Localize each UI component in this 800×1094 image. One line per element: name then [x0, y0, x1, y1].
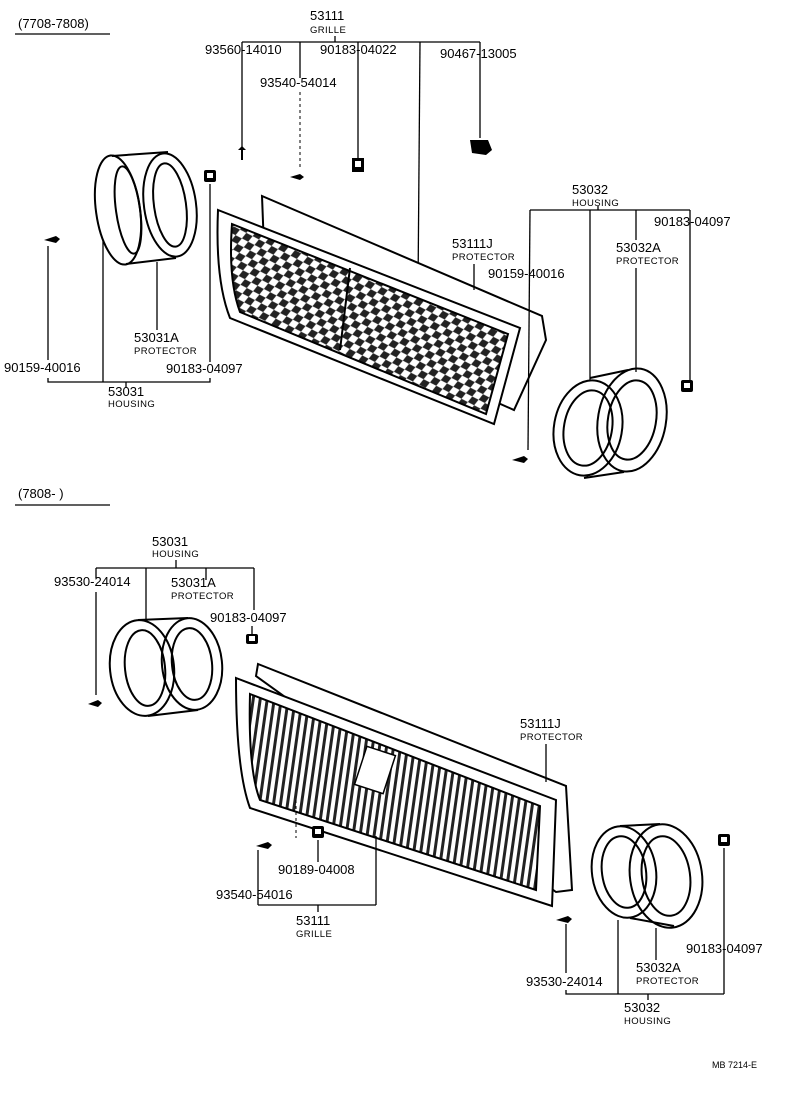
right-headlamp-housing [590, 823, 704, 929]
left-clip-label: 90183-04097 [166, 361, 243, 376]
screw-icon [556, 916, 572, 923]
grille-part-number: 53111 [296, 913, 330, 928]
clip-icon [204, 170, 216, 182]
screw-icon [238, 146, 246, 160]
bottom-clip-label: 90189-04008 [278, 862, 355, 877]
left-protector-part-name: PROTECTOR [171, 591, 234, 602]
clip-icon [246, 634, 258, 644]
screw-93540-label: 93540-54014 [260, 75, 337, 90]
screw-icon [256, 842, 272, 849]
screw-icon [290, 174, 304, 180]
left-housing-part-number: 53031 [108, 384, 144, 399]
grille-part-name: GRILLE [310, 25, 346, 36]
section-1977-1978: (7708-7808) 53111 GRILLE 93560-14010 901… [4, 8, 731, 479]
left-headlamp-housing [93, 151, 198, 266]
left-protector-part-name: PROTECTOR [134, 346, 197, 357]
right-housing-part-number: 53032 [624, 1000, 660, 1015]
grille-protector-part-number: 53111J [520, 716, 561, 731]
right-housing-part-name: HOUSING [572, 198, 619, 209]
right-screw-label: 90159-40016 [488, 266, 565, 281]
screw-93560-label: 93560-14010 [205, 42, 282, 57]
grille-protector-part-name: PROTECTOR [520, 732, 583, 743]
section-1978-on: (7808- ) 53031 HOUSING 93530-24014 53031… [15, 486, 763, 1027]
screw-icon [88, 700, 102, 707]
front-grille-vertical [234, 662, 574, 908]
right-protector-part-number: 53032A [616, 240, 661, 255]
left-clip-label: 90183-04097 [210, 610, 287, 625]
figure-code: MB 7214-E [712, 1060, 757, 1070]
right-clip-label: 90183-04097 [654, 214, 731, 229]
clip-90467-label: 90467-13005 [440, 46, 517, 61]
section-1-period: (7708-7808) [18, 16, 89, 31]
right-protector-part-name: PROTECTOR [616, 256, 679, 267]
right-housing-part-number: 53032 [572, 182, 608, 197]
clip-icon [312, 826, 324, 838]
right-housing-part-name: HOUSING [624, 1016, 671, 1027]
right-headlamp-housing [552, 367, 668, 479]
grille-protector-part-name: PROTECTOR [452, 252, 515, 263]
right-clip-label: 90183-04097 [686, 941, 763, 956]
left-protector-part-number: 53031A [134, 330, 179, 345]
grille-part-number: 53111 [310, 8, 344, 23]
left-protector-part-number: 53031A [171, 575, 216, 590]
screw-icon [44, 236, 60, 243]
right-protector-part-name: PROTECTOR [636, 976, 699, 987]
left-screw-label: 93530-24014 [54, 574, 131, 589]
clip-icon [352, 158, 364, 172]
grille-part-name: GRILLE [296, 929, 332, 940]
clip-icon [718, 834, 730, 846]
clip-icon [681, 380, 693, 392]
left-headlamp-housing [108, 617, 224, 717]
screw-icon [512, 456, 528, 463]
front-grille-diamond [216, 194, 548, 426]
left-housing-part-name: HOUSING [108, 399, 155, 410]
bottom-screw-label: 93540-54016 [216, 887, 293, 902]
section-2-period: (7808- ) [18, 486, 64, 501]
right-protector-part-number: 53032A [636, 960, 681, 975]
clip-icon [470, 140, 492, 155]
left-screw-label: 90159-40016 [4, 360, 81, 375]
grille-protector-part-number: 53111J [452, 236, 493, 251]
left-housing-part-name: HOUSING [152, 549, 199, 560]
left-housing-part-number: 53031 [152, 534, 188, 549]
right-screw-label: 93530-24014 [526, 974, 603, 989]
